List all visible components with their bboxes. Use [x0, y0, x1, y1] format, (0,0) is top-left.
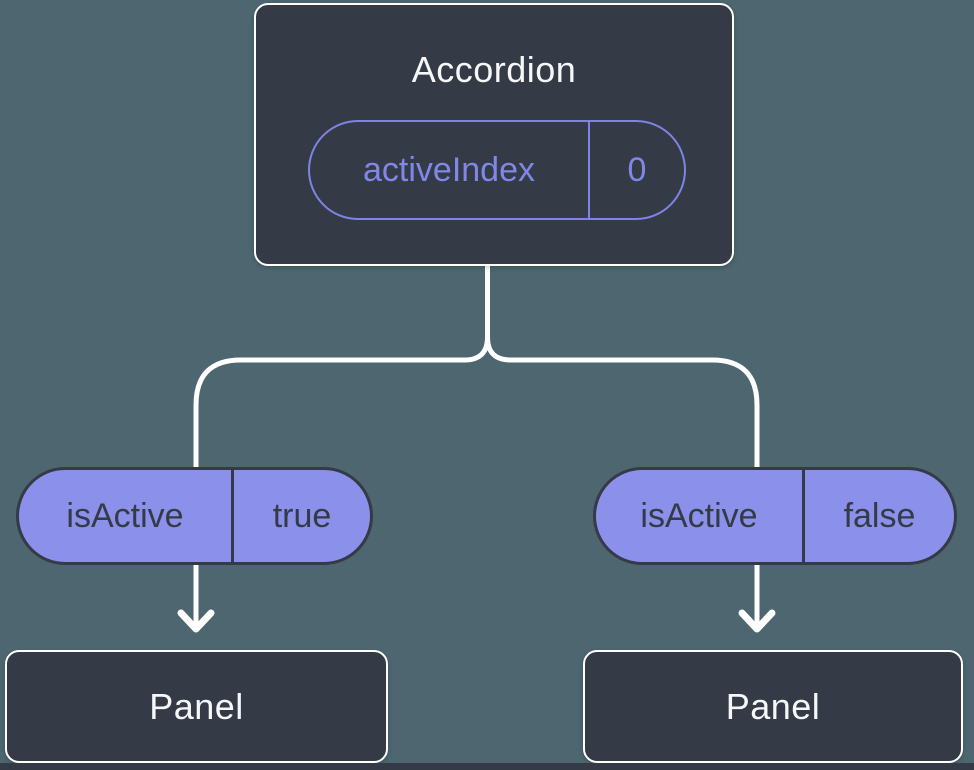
arrowhead-left-icon — [177, 609, 215, 633]
panel-node-right: Panel — [583, 650, 963, 763]
bottom-edge-strip — [0, 763, 974, 770]
is-active-true-pill: isActive true — [16, 467, 373, 565]
pill-divider — [231, 470, 234, 562]
edge-branch-right — [485, 336, 760, 627]
prop-value-label: false — [843, 496, 916, 535]
pill-divider — [588, 122, 590, 218]
arrowhead-right-icon — [738, 609, 776, 633]
prop-name-label: activeIndex — [363, 150, 535, 189]
prop-name-label: isActive — [640, 496, 758, 535]
prop-name-label: isActive — [66, 496, 184, 535]
panel-node-left: Panel — [5, 650, 388, 763]
panel-node-label: Panel — [725, 685, 821, 727]
active-index-pill: activeIndex 0 — [308, 120, 686, 220]
accordion-node: Accordion activeIndex 0 — [254, 3, 734, 266]
pill-divider — [802, 470, 805, 562]
accordion-node-title: Accordion — [411, 49, 577, 90]
panel-node-label: Panel — [149, 685, 244, 727]
prop-value-label: 0 — [627, 150, 647, 189]
edge-branch-left — [193, 336, 490, 627]
is-active-false-pill: isActive false — [593, 467, 957, 565]
prop-value-label: true — [272, 496, 332, 535]
